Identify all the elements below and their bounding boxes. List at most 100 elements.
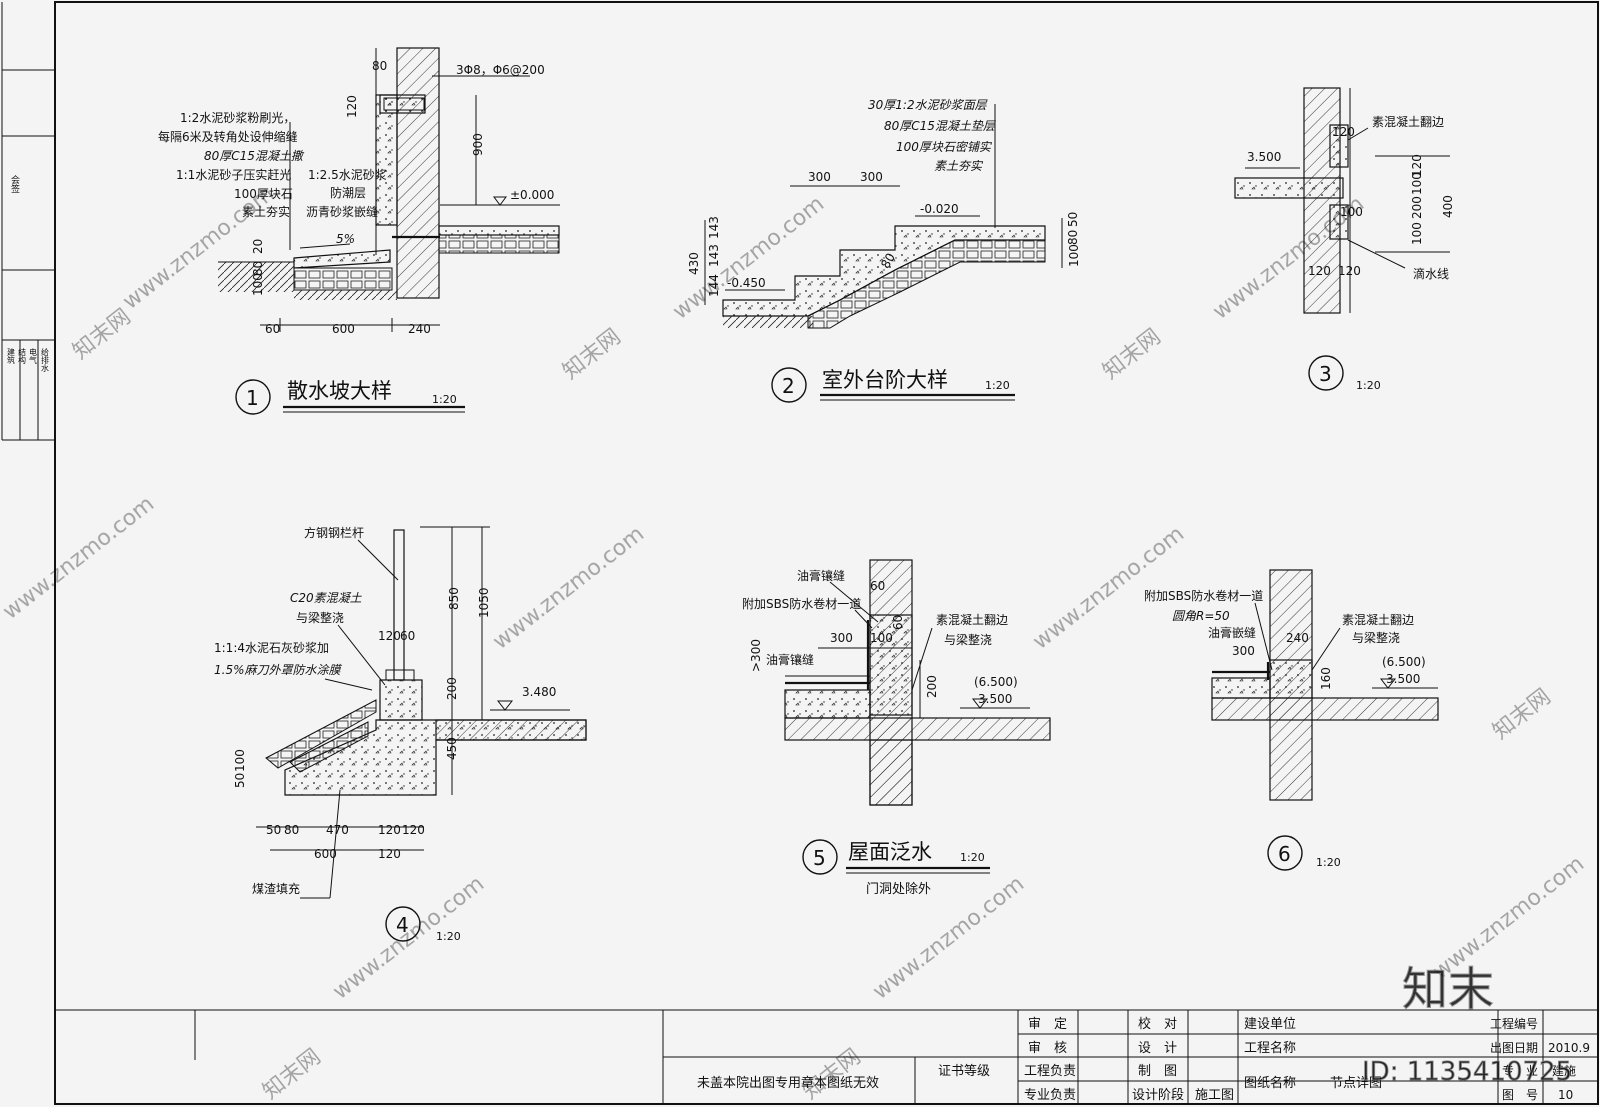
dim-label: 300: [830, 631, 853, 645]
dim-label: 20: [251, 239, 265, 254]
dim-label: 120: [378, 847, 401, 861]
detail-number-circle: [1308, 355, 1344, 391]
elevation-label: (6.500): [1382, 655, 1426, 669]
dim-label: 160: [1319, 667, 1333, 690]
dim-label: 143: [707, 216, 721, 239]
cert-label: 证书等级: [938, 1063, 990, 1079]
annotation-label: 素混凝土翻边: [1342, 612, 1414, 627]
detail-subtitle: 门洞处除外: [866, 882, 931, 897]
dim-label: 100: [233, 749, 247, 772]
dim-label: 100: [1410, 172, 1424, 195]
date-value: 2010.9: [1548, 1041, 1590, 1055]
dim-label: 120: [378, 629, 401, 643]
right-label: 出图日期: [1490, 1041, 1538, 1055]
elevation-label: -0.450: [727, 276, 766, 290]
annotation-label: 1:1:4水泥石灰砂浆加: [214, 640, 329, 655]
detail-scale: 1:20: [432, 393, 457, 406]
dim-label: 300: [1232, 644, 1255, 658]
sidebar-row-label: 建筑: [7, 347, 16, 365]
detail-3-drip-edge: 素混凝土翻边 3.500 滴水线 120 120 100 200 100 400…: [1234, 87, 1455, 392]
watermark-text: 知末网: [798, 1044, 865, 1104]
detail-number-circle: [802, 839, 838, 875]
title-block: 未盖本院出图专用章本图纸无效 证书等级 审 定 审 核 工程负责 专业负责 校 …: [55, 1009, 1598, 1104]
detail-2-steps: 30厚1:2水泥砂浆面层 80厚C15混凝土垫层 100厚块石密铺实 素土夯实 …: [687, 98, 1081, 403]
dim-label: 200: [925, 675, 939, 698]
dim-label: 100: [251, 273, 265, 296]
dim-label: 600: [332, 322, 355, 336]
dim-label: 240: [408, 322, 431, 336]
elevation-label: 3.500: [978, 692, 1012, 706]
detail-scale: 1:20: [1356, 379, 1381, 392]
layer-note: 80厚C15混凝土垫层: [884, 119, 996, 133]
detail-number: 2: [782, 374, 795, 398]
detail-1-apron: 5% 1:2水泥砂浆粉刷光， 每隔6米及转角处设伸缩缝 80厚C15混凝土撒 1…: [158, 47, 560, 415]
sheet-border: [54, 1, 1599, 1105]
role-label: 校 对: [1138, 1016, 1177, 1032]
annotation-label: 附加SBS防水卷材一道: [742, 596, 861, 611]
elevation-label: 3.480: [522, 685, 556, 699]
right-label: 图 号: [1502, 1088, 1538, 1102]
dim-label: 60: [870, 579, 885, 593]
dim-label: 240: [1286, 631, 1309, 645]
layer-note: 100厚块石密铺实: [896, 140, 993, 154]
annotation-label: 与梁整浇: [296, 610, 344, 625]
annotation-label: 油膏镶缝: [766, 652, 814, 667]
elevation-label: ±0.000: [510, 188, 554, 202]
layer-note: 素土夯实: [242, 204, 290, 219]
field-label: 建设单位: [1244, 1017, 1296, 1032]
role-label: 制 图: [1138, 1064, 1177, 1079]
layer-note: 1:2.5水泥砂浆: [308, 167, 387, 182]
detail-5-roof-flashing: 油膏镶缝 附加SBS防水卷材一道 油膏镶缝 素混凝土翻边 与梁整浇 (6.500…: [742, 559, 1051, 897]
detail-number-circle: [771, 367, 807, 403]
sidebar-row-label: 给排水: [41, 347, 50, 372]
watermark-text: www.znzmo.com: [1208, 191, 1369, 324]
watermark-text: 知末网: [1488, 684, 1555, 744]
dim-label: 120: [1410, 154, 1424, 177]
dim-label: >300: [749, 639, 763, 672]
annotation-label: 圆角R=50: [1172, 609, 1230, 623]
dim-label: 120: [1338, 264, 1361, 278]
role-label: 审 核: [1028, 1041, 1067, 1056]
dim-label: 80: [372, 59, 387, 73]
detail-number-circle: [385, 906, 421, 942]
layer-note: 80厚C15混凝土撒: [204, 149, 305, 163]
watermark-text: www.znzmo.com: [488, 521, 649, 654]
dim-label: 100: [1067, 244, 1081, 267]
detail-scale: 1:20: [960, 851, 985, 864]
dim-label: 120: [1308, 264, 1331, 278]
detail-title: 室外台阶大样: [822, 368, 948, 392]
detail-scale: 1:20: [436, 930, 461, 943]
elevation-label: 3.500: [1386, 672, 1420, 686]
dim-label: 50: [266, 823, 281, 837]
dim-label: 100: [1410, 222, 1424, 245]
annotation-label: 素混凝土翻边: [936, 612, 1008, 627]
watermark-text: www.znzmo.com: [0, 491, 159, 624]
dim-label: 80: [878, 251, 898, 271]
annotation-label: C20素混凝土: [290, 591, 363, 605]
right-label: 工程编号: [1490, 1016, 1538, 1031]
slope-label: 5%: [336, 232, 355, 246]
field-label: 工程名称: [1244, 1040, 1296, 1056]
dim-label: 200: [1410, 196, 1424, 219]
detail-6-roof-curb: 附加SBS防水卷材一道 圆角R=50 油膏嵌缝 素混凝土翻边 与梁整浇 (6.5…: [1144, 569, 1439, 871]
elevation-label: (6.500): [974, 675, 1018, 689]
annotation-label: 素混凝土翻边: [1372, 114, 1444, 129]
left-sidebar: 证书等级 会签 建筑 结构 电气 给排水: [1, 2, 55, 441]
layer-note: 1:2水泥砂浆粉刷光，: [180, 110, 295, 125]
annotation-label: 与梁整浇: [944, 632, 992, 647]
elevation-label: -0.020: [920, 202, 959, 216]
annotation-label: 1.5%麻刀外罩防水涂膜: [214, 663, 342, 677]
dim-label: 100: [870, 631, 893, 645]
detail-number-circle: [1267, 835, 1303, 871]
dim-label: 300: [860, 170, 883, 184]
dim-label: 144: [707, 274, 721, 297]
dim-label: 80: [251, 261, 265, 276]
brand-id: ID: 1135410725: [1362, 1057, 1572, 1087]
dim-label: 100: [1340, 205, 1363, 219]
detail-scale: 1:20: [985, 379, 1010, 392]
role-label: 设计阶段: [1132, 1088, 1184, 1103]
dim-label: 850: [447, 587, 461, 610]
dim-label: 120: [345, 95, 359, 118]
dim-label: 120: [378, 823, 401, 837]
role-label: 专业负责: [1024, 1088, 1076, 1103]
